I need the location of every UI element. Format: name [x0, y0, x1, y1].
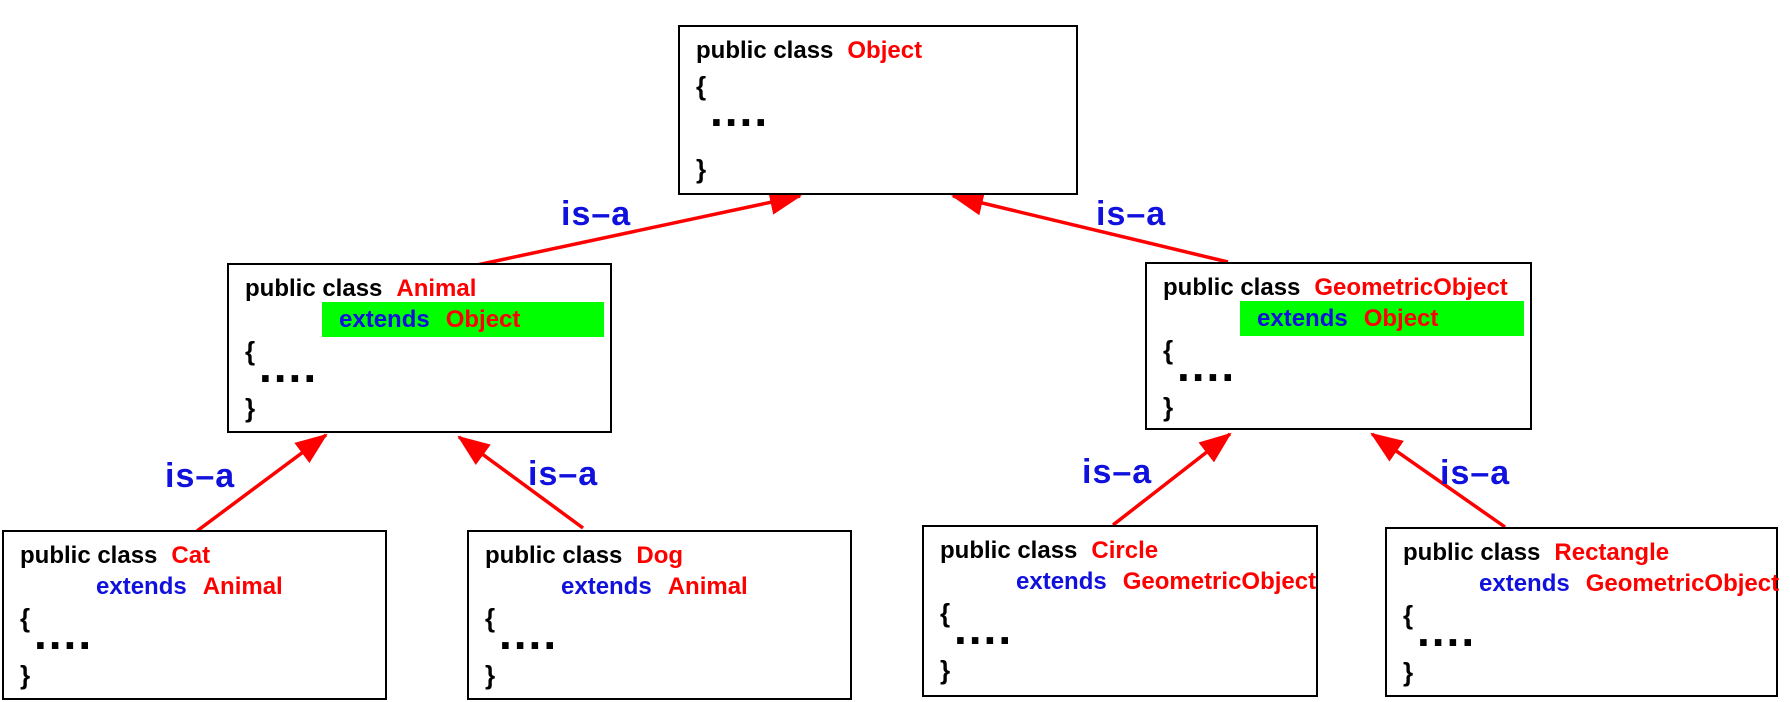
body-ellipsis: .... — [954, 602, 1014, 654]
parent-class-name: Animal — [667, 573, 748, 600]
arrow-circle-to-geometricobject — [1111, 432, 1232, 527]
class-name-cat: Cat — [171, 542, 211, 569]
open-brace: { — [485, 603, 496, 633]
open-brace: { — [940, 598, 951, 628]
body-ellipsis: .... — [710, 84, 770, 136]
arrow-dog-to-animal — [457, 435, 585, 530]
keyword-public-class: public class — [940, 537, 1078, 564]
keyword-public-class: public class — [1403, 539, 1541, 566]
keyword-extends: extends — [561, 573, 652, 600]
extends-clause: extends GeometricObject — [1387, 566, 1780, 601]
class-box-rectangle: public class Rectangle extends GeometricOb… — [1385, 527, 1780, 697]
keyword-extends: extends — [1479, 570, 1570, 597]
arrow-rectangle-to-geometricobject — [1370, 432, 1507, 529]
extends-clause: extends Animal — [4, 569, 385, 604]
class-name-geometricobject: GeometricObject — [1314, 274, 1508, 301]
is-a-label-circle-geometricobject: is–a — [1082, 453, 1153, 491]
close-brace: } — [245, 393, 256, 423]
class-name-object: Object — [847, 37, 923, 64]
class-declaration: public class Cat — [20, 542, 210, 570]
highlight-bar — [322, 302, 604, 337]
highlight-bar — [1240, 301, 1524, 336]
extends-clause-highlighted: extends Object — [229, 302, 610, 337]
extends-clause-highlighted: extends Object — [1147, 301, 1530, 336]
class-box-object: public class Object { .... } — [678, 25, 1078, 195]
body-ellipsis: .... — [1417, 604, 1477, 656]
class-box-circle: public class Circle extends GeometricObjec… — [922, 525, 1318, 697]
class-declaration: public class Object — [696, 37, 922, 65]
keyword-extends: extends — [1257, 305, 1348, 332]
keyword-extends: extends — [96, 573, 187, 600]
is-a-label-dog-animal: is–a — [528, 455, 599, 493]
body-ellipsis: .... — [259, 340, 319, 392]
close-brace: } — [1403, 657, 1414, 687]
class-box-dog: public class Dog extends Animal { .... } — [467, 530, 852, 700]
parent-class-name: GeometricObject — [1122, 568, 1317, 595]
extends-clause: extends Animal — [469, 569, 850, 604]
open-brace: { — [1403, 600, 1414, 630]
is-a-label-animal-object: is–a — [561, 195, 632, 233]
parent-class-name: GeometricObject — [1585, 570, 1780, 597]
keyword-public-class: public class — [485, 542, 623, 569]
open-brace: { — [1163, 335, 1174, 365]
class-declaration: public class Dog — [485, 542, 683, 570]
class-declaration: public class GeometricObject — [1163, 274, 1508, 302]
keyword-extends: extends — [339, 306, 430, 333]
close-brace: } — [1163, 392, 1174, 422]
keyword-public-class: public class — [696, 37, 834, 64]
is-a-label-geometricobject-object: is–a — [1096, 195, 1167, 233]
class-box-geometricobject: public class GeometricObject extends Objec… — [1145, 262, 1532, 430]
open-brace: { — [245, 336, 256, 366]
body-ellipsis: .... — [34, 607, 94, 659]
keyword-public-class: public class — [20, 542, 158, 569]
body-ellipsis: .... — [499, 607, 559, 659]
extends-clause: extends GeometricObject — [924, 564, 1316, 599]
close-brace: } — [940, 655, 951, 685]
arrow-cat-to-animal — [195, 433, 328, 533]
body-ellipsis: .... — [1177, 339, 1237, 391]
close-brace: } — [20, 660, 31, 690]
parent-class-name: Animal — [202, 573, 283, 600]
class-declaration: public class Animal — [245, 275, 476, 303]
class-declaration: public class Rectangle — [1403, 539, 1669, 567]
close-brace: } — [485, 660, 496, 690]
close-brace: } — [696, 154, 707, 184]
keyword-public-class: public class — [245, 275, 383, 302]
class-name-rectangle: Rectangle — [1554, 539, 1670, 566]
class-name-animal: Animal — [396, 275, 477, 302]
class-name-dog: Dog — [636, 542, 684, 569]
open-brace: { — [20, 603, 31, 633]
is-a-label-cat-animal: is–a — [165, 457, 236, 495]
arrow-animal-to-object — [476, 189, 803, 267]
parent-class-name: Object — [1363, 305, 1439, 332]
parent-class-name: Object — [445, 306, 521, 333]
arrow-geometricobject-to-object — [950, 190, 1229, 264]
open-brace: { — [696, 71, 707, 101]
class-box-cat: public class Cat extends Animal { .... } — [2, 530, 387, 700]
is-a-label-rectangle-geometricobject: is–a — [1440, 454, 1511, 492]
class-declaration: public class Circle — [940, 537, 1158, 565]
class-name-circle: Circle — [1091, 537, 1159, 564]
keyword-public-class: public class — [1163, 274, 1301, 301]
keyword-extends: extends — [1016, 568, 1107, 595]
